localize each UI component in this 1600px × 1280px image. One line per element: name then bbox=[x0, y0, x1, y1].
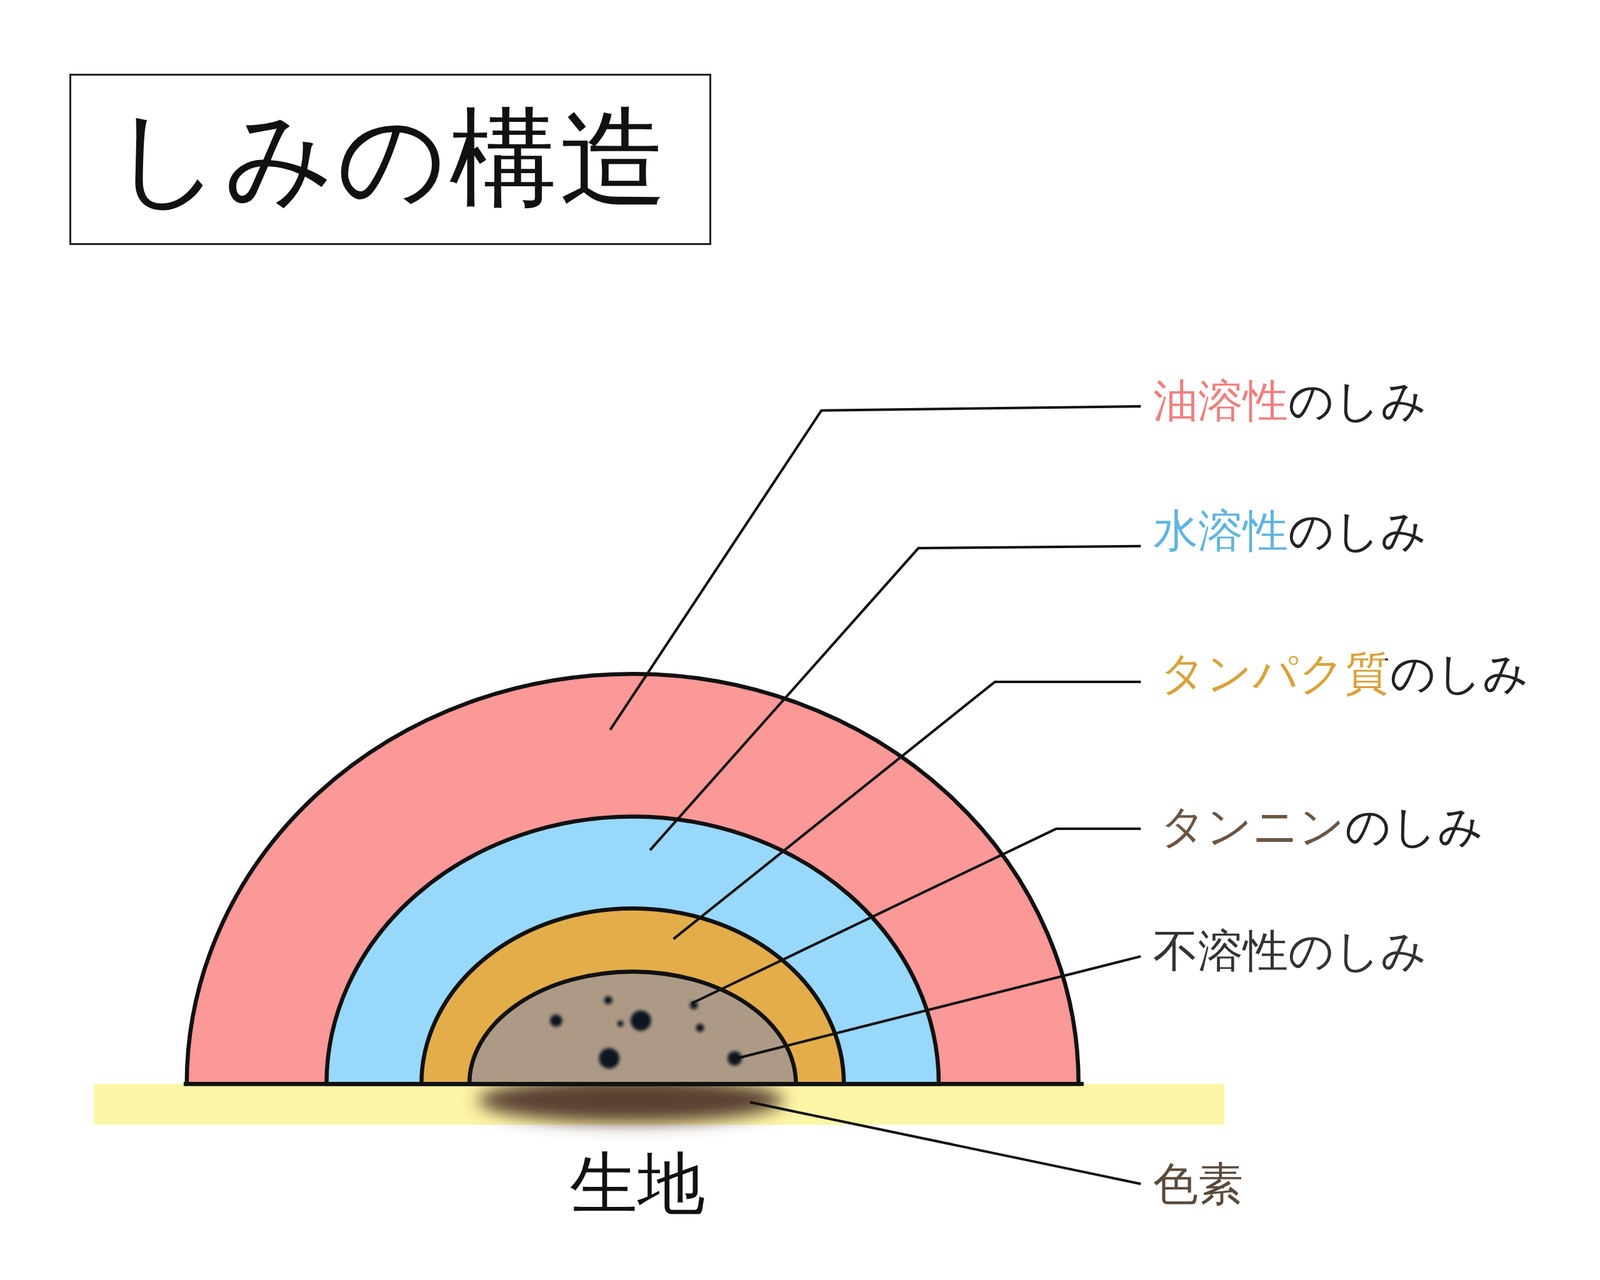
insoluble-particles bbox=[550, 996, 742, 1069]
water-soluble-label: 水溶性のしみ bbox=[1153, 503, 1427, 558]
oil-soluble-band bbox=[186, 673, 1079, 1084]
tannin-label: タンニンのしみ bbox=[1160, 799, 1484, 854]
fabric-label: 生地 bbox=[570, 1143, 705, 1225]
title-box: しみの構造 bbox=[69, 73, 712, 245]
fabric-surface-line bbox=[183, 1081, 1084, 1087]
pigment-label: 色素 bbox=[1153, 1156, 1244, 1211]
oil-soluble-label: 油溶性のしみ bbox=[1153, 373, 1427, 428]
protein-band bbox=[421, 908, 844, 1084]
protein-label: タンパク質のしみ bbox=[1160, 646, 1529, 700]
water-soluble-band bbox=[326, 816, 939, 1084]
leader-lines bbox=[610, 406, 1141, 1184]
tannin-band bbox=[469, 971, 796, 1085]
insoluble-label: 不溶性のしみ bbox=[1153, 923, 1427, 978]
title-text: しみの構造 bbox=[111, 86, 670, 232]
